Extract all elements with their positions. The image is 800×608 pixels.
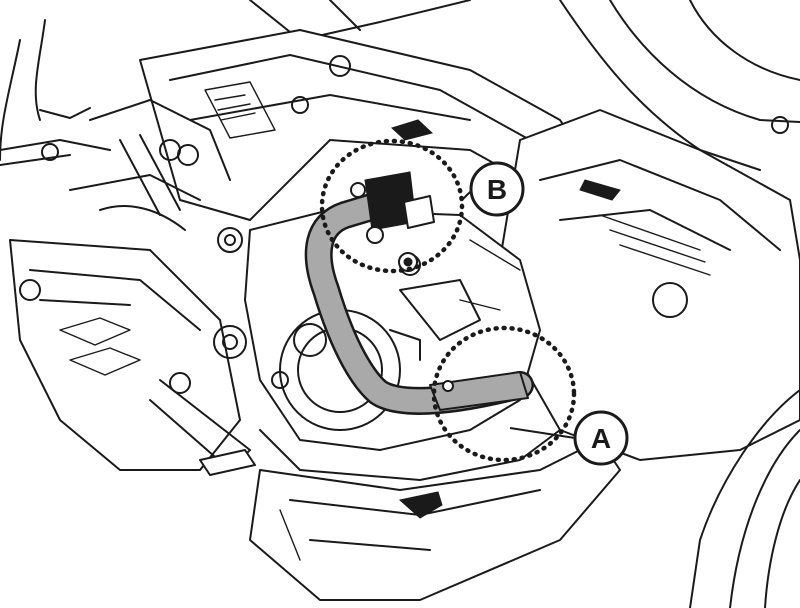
upper-mount-bracket bbox=[350, 171, 435, 272]
callout-a: A bbox=[573, 410, 629, 466]
crash-bar bbox=[304, 189, 534, 415]
callout-b-label: B bbox=[487, 174, 507, 205]
callout-leader-b bbox=[461, 191, 471, 201]
detail-circle-b bbox=[319, 138, 465, 274]
callout-a-label: A bbox=[591, 423, 611, 454]
callout-a-circle bbox=[573, 410, 629, 466]
callout-leader-a bbox=[509, 427, 576, 439]
callout-b-circle bbox=[469, 161, 525, 217]
callout-b: B bbox=[469, 161, 525, 217]
detail-circle-a bbox=[431, 325, 577, 463]
